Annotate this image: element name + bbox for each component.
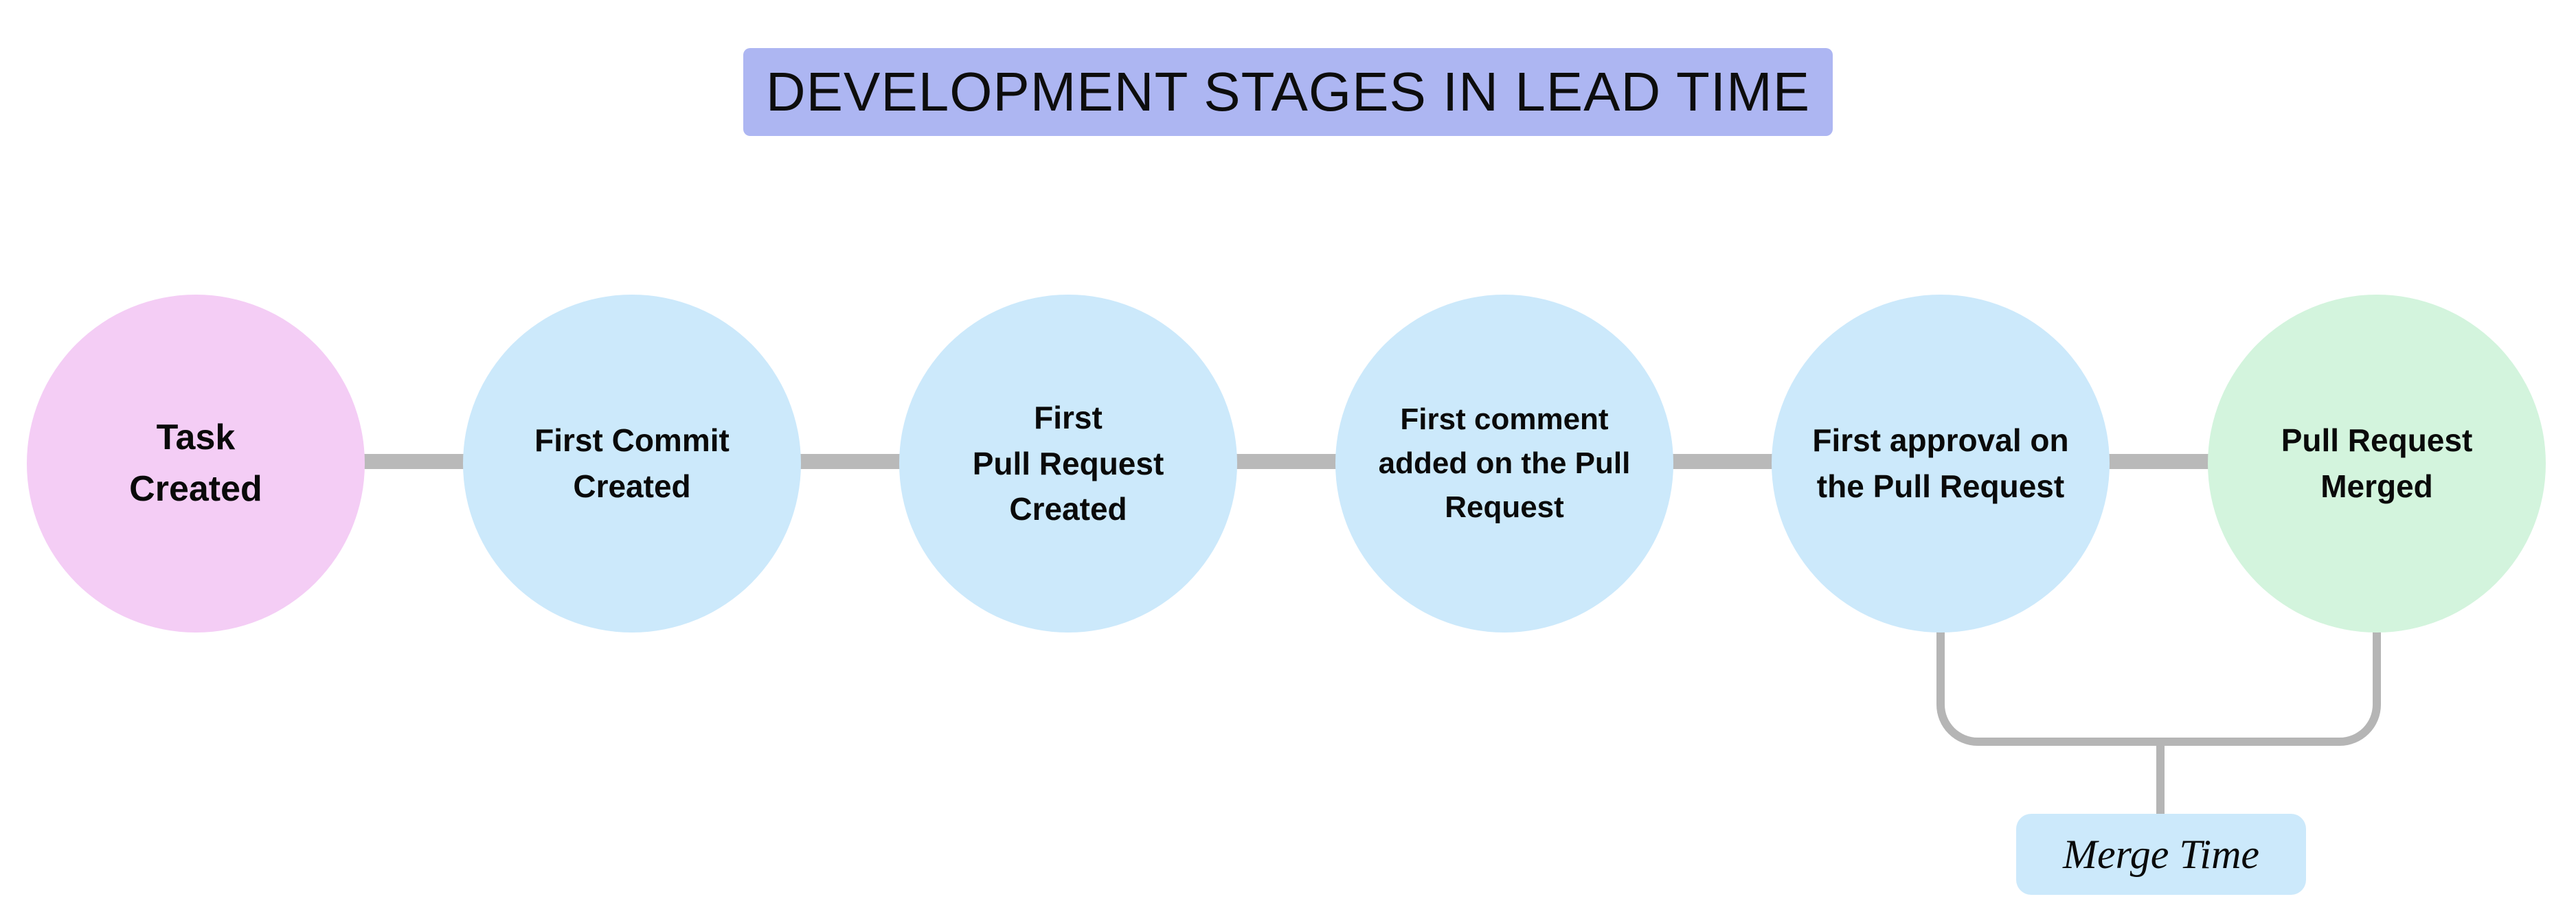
merge-time-label-text: Merge Time: [2062, 831, 2260, 877]
page-title: DEVELOPMENT STAGES IN LEAD TIME: [765, 61, 1811, 122]
merge-time-bracket: [1936, 628, 2381, 746]
merge-time-label: Merge Time: [2016, 814, 2306, 895]
merge-time-bracket-stem: [2156, 742, 2165, 816]
title-banner: DEVELOPMENT STAGES IN LEAD TIME: [743, 48, 1833, 136]
